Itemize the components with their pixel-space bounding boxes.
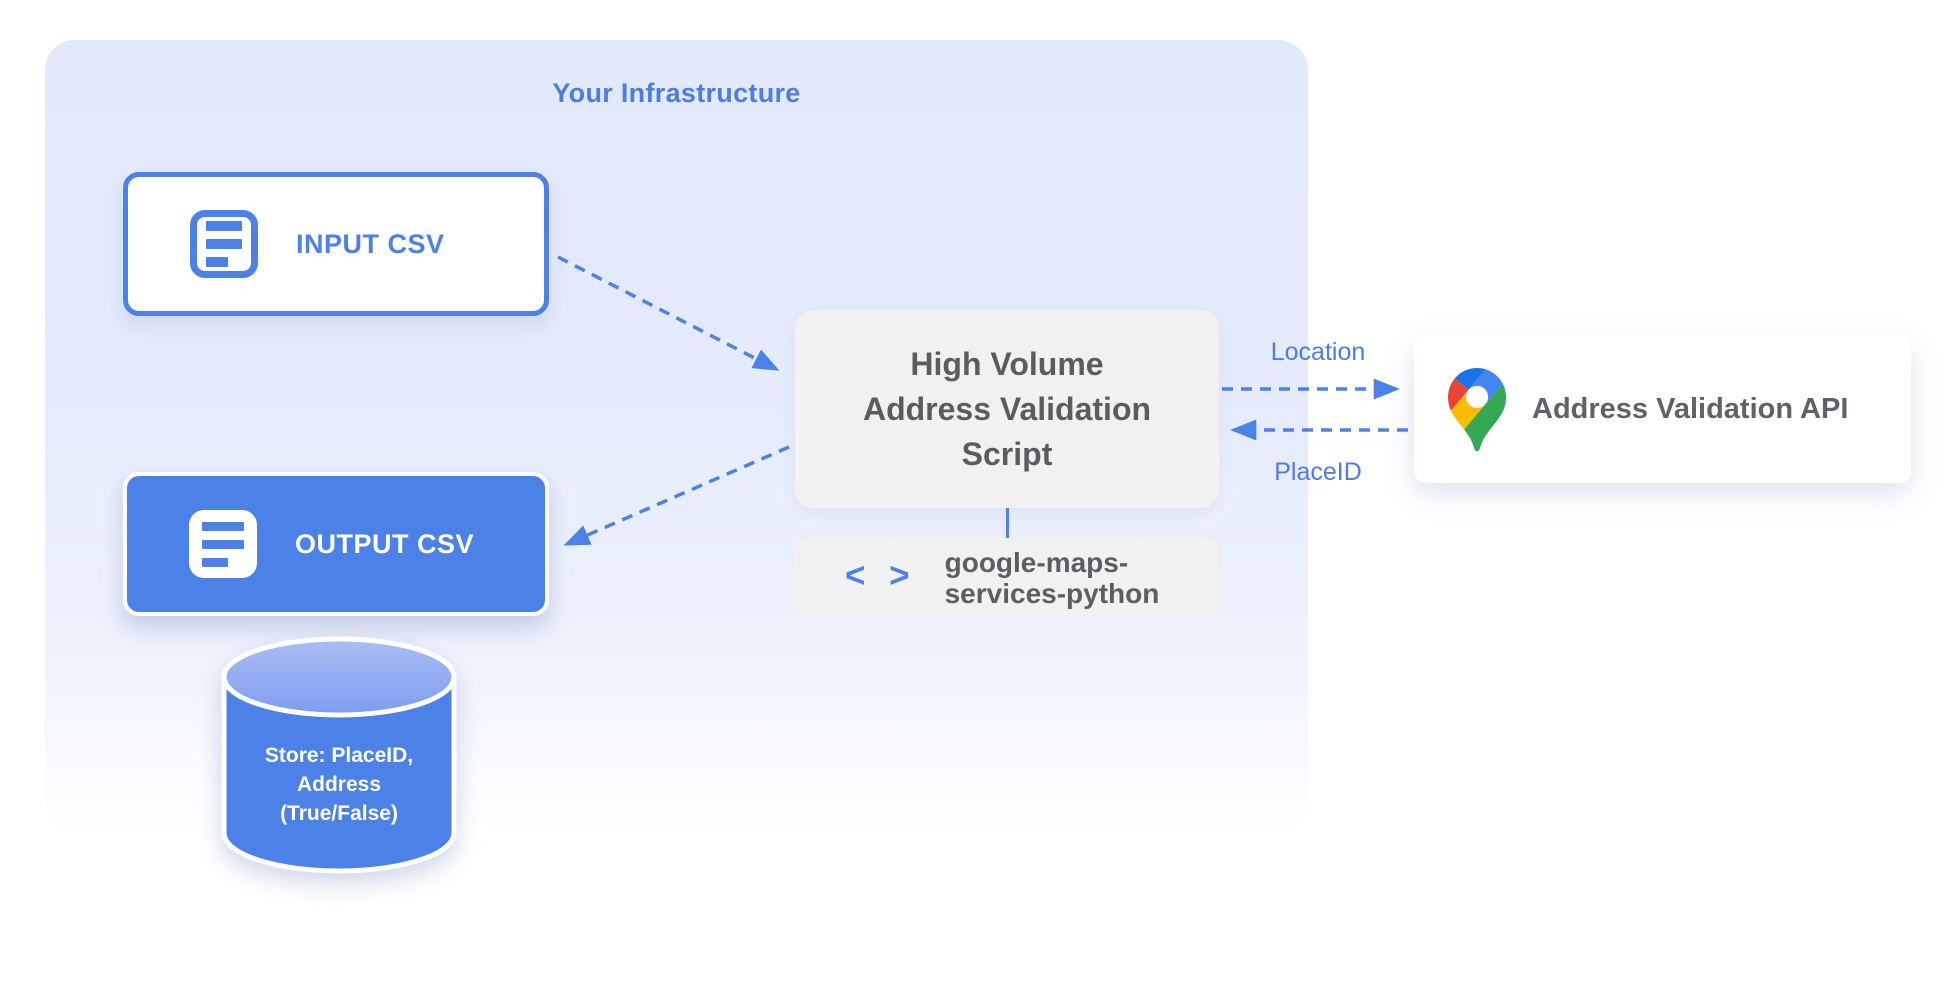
placeid-edge-label: PlaceID xyxy=(1274,458,1362,486)
library-node: < > google-maps- services-python xyxy=(795,538,1219,618)
output-csv-label: OUTPUT CSV xyxy=(295,528,475,559)
datastore-cylinder: Store: PlaceID, Address (True/False) xyxy=(221,636,457,874)
script-library-connector xyxy=(1006,508,1009,538)
datastore-text-line3: (True/False) xyxy=(280,802,398,825)
validation-script-node: High Volume Address Validation Script xyxy=(795,310,1219,508)
address-validation-api-node: Address Validation API xyxy=(1414,336,1911,483)
script-line3: Script xyxy=(961,435,1053,472)
google-maps-pin-icon xyxy=(1448,368,1506,451)
infrastructure-title: Your Infrastructure xyxy=(552,78,801,108)
output-csv-node: OUTPUT CSV xyxy=(123,472,549,616)
api-label: Address Validation API xyxy=(1532,393,1849,425)
library-label: google-maps- services-python xyxy=(945,547,1160,609)
location-edge-label: Location xyxy=(1270,338,1366,366)
library-line1: google-maps- xyxy=(944,547,1129,578)
datastore-text-line2: Address xyxy=(297,773,381,796)
script-line1: High Volume xyxy=(910,345,1104,382)
document-icon xyxy=(189,510,257,578)
library-line2: services-python xyxy=(944,578,1160,609)
input-csv-node: INPUT CSV xyxy=(123,172,549,316)
document-icon xyxy=(190,210,258,278)
input-csv-label: INPUT CSV xyxy=(296,228,445,259)
code-icon: < > xyxy=(845,556,917,595)
script-line2: Address Validation xyxy=(862,390,1152,427)
datastore-text-line1: Store: PlaceID, xyxy=(265,744,413,767)
